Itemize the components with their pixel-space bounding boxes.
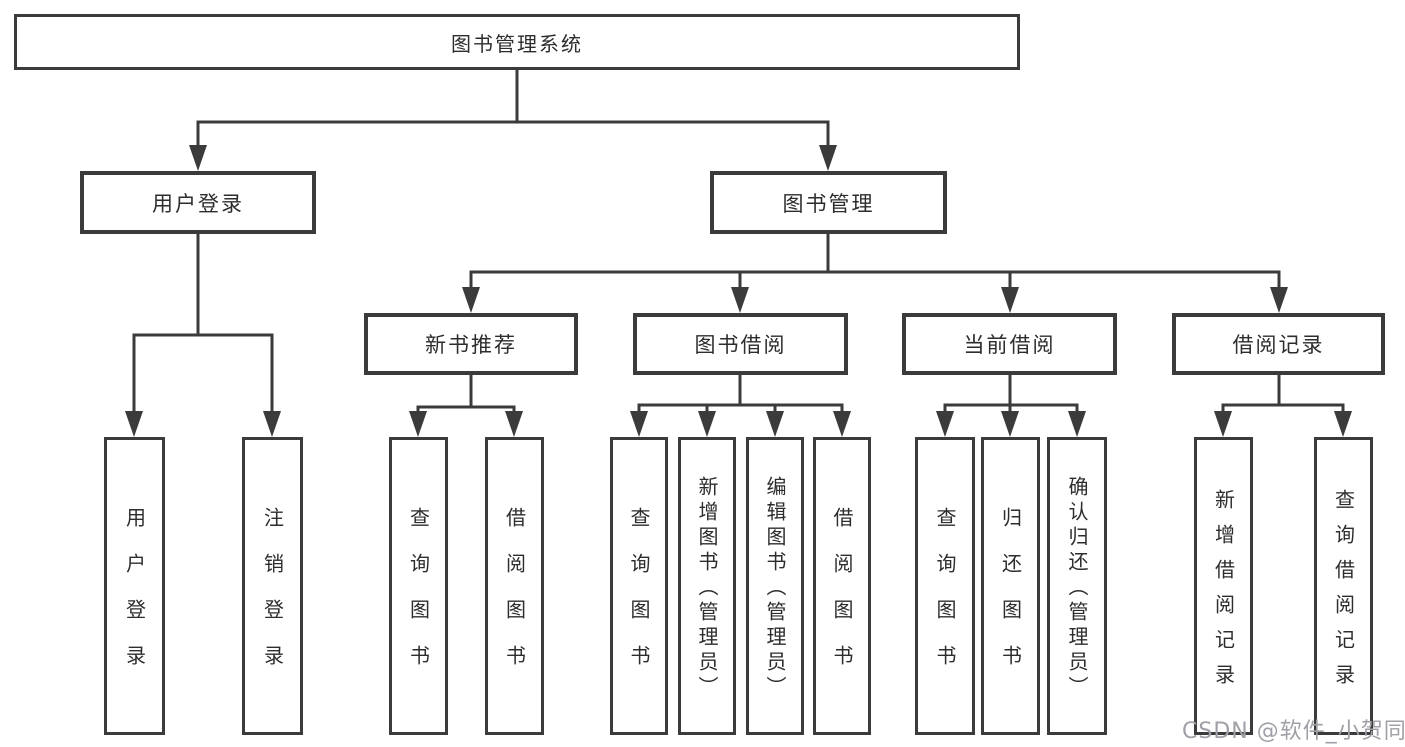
leaf-query-books-recommend: 查询图书 [389, 437, 448, 735]
leaf-query-books-recommend-label: 查询图书 [406, 507, 431, 691]
node-book-borrowing-label: 图书借阅 [694, 333, 787, 357]
leaf-query-books-current-label: 查询图书 [933, 507, 957, 691]
leaf-add-books-admin: 新增图书（管理员） [678, 437, 736, 735]
node-root: 图书管理系统 [14, 14, 1020, 70]
leaf-query-borrow-record-label: 查询借阅记录 [1331, 488, 1356, 699]
leaf-add-borrow-record-label: 新增借阅记录 [1211, 488, 1236, 699]
leaf-borrow-books-borrowing-label: 借阅图书 [830, 507, 854, 691]
arrowheads [125, 145, 1352, 437]
node-user-login-module-label: 用户登录 [152, 191, 244, 216]
node-root-label: 图书管理系统 [451, 31, 583, 56]
leaf-confirm-return-admin: 确认归还（管理员） [1047, 437, 1107, 735]
leaf-return-books: 归还图书 [981, 437, 1040, 735]
node-user-login-module: 用户登录 [80, 171, 316, 234]
csdn-watermark: CSDN @软件_小贺同学 [1182, 719, 1405, 744]
leaf-query-borrow-record: 查询借阅记录 [1314, 437, 1373, 735]
leaf-query-books-current: 查询图书 [915, 437, 975, 735]
node-book-borrowing: 图书借阅 [633, 313, 848, 375]
leaf-borrow-books-recommend: 借阅图书 [485, 437, 544, 735]
node-book-management-module: 图书管理 [710, 171, 947, 234]
node-book-management-module-label: 图书管理 [782, 191, 875, 216]
leaf-user-login: 用户登录 [104, 437, 165, 735]
leaf-query-books-borrowing-label: 查询图书 [627, 507, 651, 691]
leaf-query-books-borrowing: 查询图书 [610, 437, 668, 735]
node-current-borrowing: 当前借阅 [902, 313, 1117, 375]
leaf-user-login-label: 用户登录 [122, 507, 147, 691]
leaf-edit-books-admin: 编辑图书（管理员） [746, 437, 804, 735]
node-new-book-recommendation: 新书推荐 [364, 313, 578, 375]
leaf-logout: 注销登录 [242, 437, 303, 735]
leaf-borrow-books-borrowing: 借阅图书 [813, 437, 871, 735]
leaf-confirm-return-admin-label: 确认归还（管理员） [1065, 476, 1089, 701]
leaf-add-borrow-record: 新增借阅记录 [1194, 437, 1253, 735]
node-new-book-recommendation-label: 新书推荐 [425, 333, 517, 357]
node-borrowing-records: 借阅记录 [1172, 313, 1385, 375]
leaf-return-books-label: 归还图书 [998, 507, 1023, 691]
leaf-borrow-books-recommend-label: 借阅图书 [502, 507, 527, 691]
leaf-add-books-admin-label: 新增图书（管理员） [695, 476, 719, 701]
node-borrowing-records-label: 借阅记录 [1232, 333, 1325, 357]
leaf-edit-books-admin-label: 编辑图书（管理员） [763, 476, 787, 701]
node-current-borrowing-label: 当前借阅 [963, 333, 1056, 357]
leaf-logout-label: 注销登录 [260, 507, 285, 691]
